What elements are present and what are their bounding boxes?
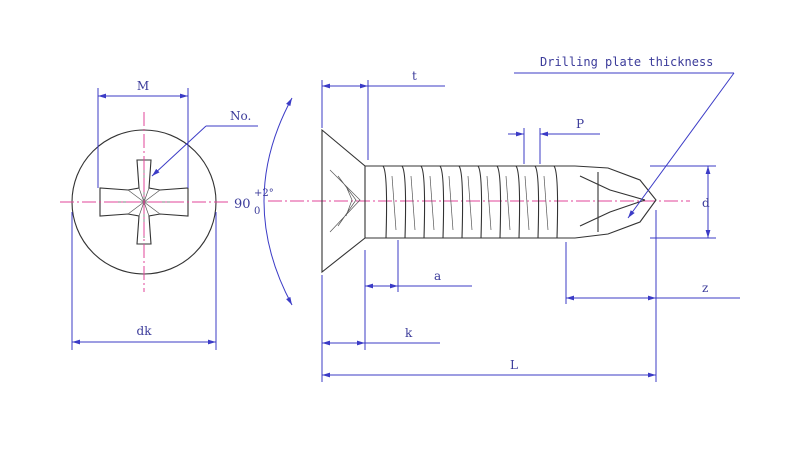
thread-body-outline [365, 165, 575, 239]
p-label: P [576, 117, 584, 131]
head-top-view: M No. dk [60, 79, 258, 350]
k-label: k [405, 326, 413, 340]
screw-side-view: t 90 +2° 0 a k L P d z [234, 55, 740, 382]
head-recess-lines [329, 169, 361, 233]
m-label: M [137, 79, 149, 93]
no-leader-arrow [151, 125, 207, 177]
t-label: t [412, 69, 417, 83]
angle-tolerance-lower: 0 [254, 206, 260, 217]
z-label: z [702, 281, 708, 295]
angle-arc [263, 97, 293, 306]
a-label: a [434, 269, 441, 283]
phillips-recess [99, 159, 189, 245]
angle-tolerance-upper: +2° [254, 188, 274, 199]
l-label: L [510, 358, 518, 372]
thread-crests [382, 165, 559, 239]
drill-point [574, 165, 657, 239]
drilling-leader-arrow [627, 72, 735, 219]
no-label: No. [230, 109, 251, 123]
d-label: d [702, 196, 710, 210]
drilling-plate-thickness-label: Drilling plate thickness [540, 55, 713, 69]
dk-label: dk [137, 324, 153, 338]
thread-roots [391, 175, 549, 231]
angle-value: 90 [234, 197, 251, 212]
